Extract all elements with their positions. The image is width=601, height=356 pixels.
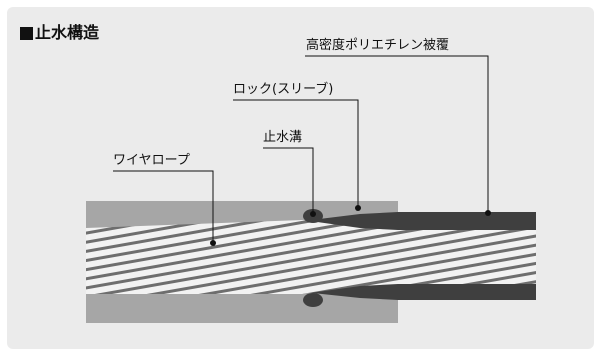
label-water-stop-groove: 止水溝 (263, 130, 303, 145)
label-lock-sleeve: ロック(スリーブ) (233, 82, 334, 97)
marker-water-stop-groove (310, 211, 316, 217)
title-text: 止水構造 (35, 23, 100, 42)
label-polyethylene-coating: 高密度ポリエチレン被覆 (306, 38, 450, 53)
square-bullet-icon (20, 26, 33, 40)
wire-rope (86, 220, 536, 294)
marker-polyethylene (485, 210, 491, 216)
label-wire-rope: ワイヤロープ (113, 153, 190, 168)
leader-wire-rope (113, 170, 214, 243)
leader-water-stop-groove (263, 147, 314, 212)
water-stop-groove-bottom (303, 293, 323, 307)
section-title: 止水構造 (20, 24, 99, 42)
leader-lock-sleeve (233, 99, 359, 208)
leader-polyethylene (305, 55, 489, 213)
marker-wire-rope (210, 240, 216, 246)
marker-lock-sleeve (355, 205, 361, 211)
